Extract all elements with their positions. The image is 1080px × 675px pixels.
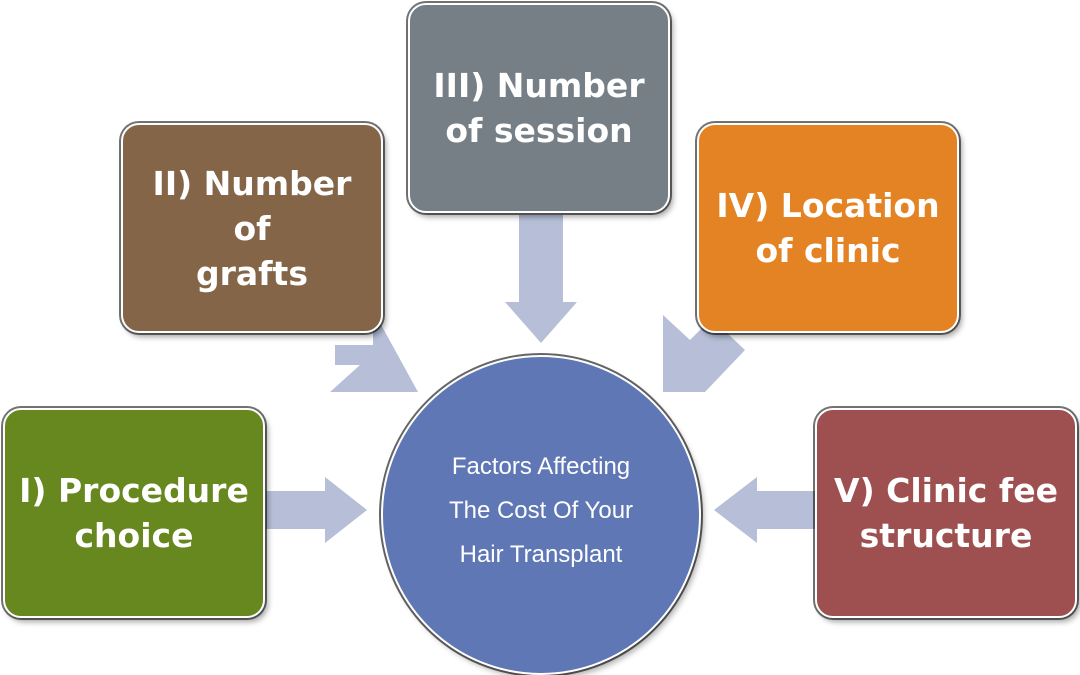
- factor-box-location-of-clinic: IV) Location of clinic: [697, 123, 959, 333]
- factor-box-number-of-grafts: II) Number of grafts: [121, 123, 383, 333]
- factor-box-clinic-fee-structure: V) Clinic fee structure: [815, 408, 1077, 618]
- factor-box-number-of-session: III) Number of session: [408, 3, 670, 213]
- factor-label: I) Procedure choice: [19, 471, 249, 555]
- center-label: Factors Affecting The Cost Of Your Hair …: [448, 453, 634, 568]
- factor-label: IV) Location of clinic: [716, 186, 940, 270]
- factor-label: V) Clinic fee structure: [834, 471, 1058, 555]
- arrow-procedure-to-center: [266, 477, 367, 543]
- factor-label: II) Number of grafts: [152, 163, 352, 293]
- arrow-fee-to-center: [714, 477, 815, 543]
- arrow-location-to-center: [663, 315, 745, 392]
- factor-label: III) Number of session: [433, 66, 645, 150]
- arrow-sessions-to-center: [505, 215, 577, 343]
- center-circle: Factors Affecting The Cost Of Your Hair …: [381, 355, 701, 675]
- factor-box-procedure-choice: I) Procedure choice: [3, 408, 265, 618]
- arrow-grafts-to-center: [330, 310, 418, 392]
